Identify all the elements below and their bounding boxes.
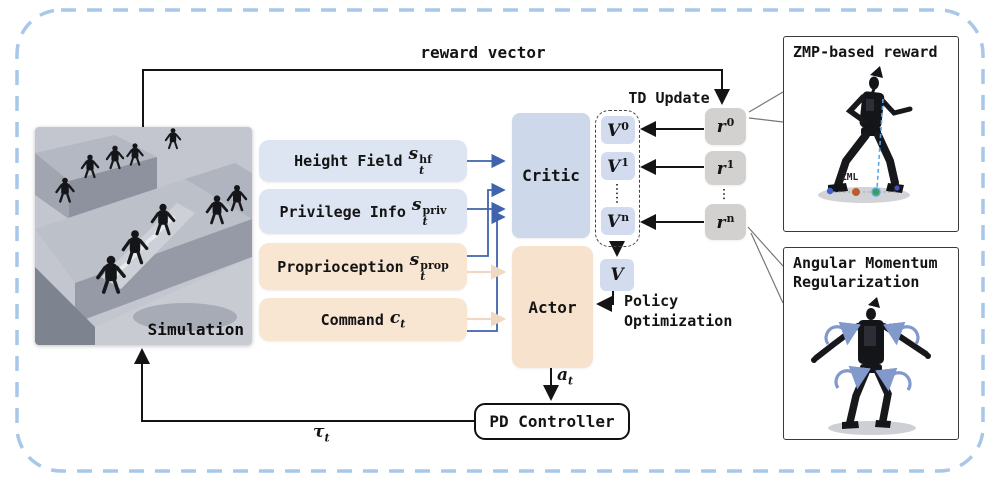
momentum-robot	[811, 297, 931, 429]
zml-label: ZML	[841, 172, 858, 183]
pd-controller-label: PD Controller	[489, 412, 615, 431]
reward-to-value-arrows	[640, 121, 704, 230]
actor-box: Actor	[512, 246, 593, 368]
value-head-n: Vn	[601, 207, 635, 235]
value-to-actor-arrow	[596, 291, 614, 312]
reward-head-0: r0	[705, 108, 746, 145]
torque-feedback-arrow	[134, 348, 474, 422]
critic-label: Critic	[522, 166, 580, 185]
input-label: Proprioception	[277, 257, 404, 276]
simulation-image: Simulation	[35, 127, 252, 345]
actor-input-arrows	[467, 264, 507, 327]
input-box-command: Command ct	[259, 298, 467, 341]
zmp-markers	[826, 98, 900, 197]
momentum-callout-title: Angular Momentum Regularization	[793, 254, 938, 291]
reward-head-1: r1	[705, 151, 746, 185]
terrain	[35, 135, 252, 345]
callout-tail-lines	[747, 91, 784, 304]
input-label: Command	[320, 310, 384, 329]
input-label: Privilege Info	[279, 202, 406, 221]
zmp-reward-callout: ZML ZMP-based reward	[783, 36, 959, 232]
value-head-1: V1	[601, 152, 635, 180]
zmp-callout-title: ZMP-based reward	[793, 43, 938, 61]
td-update-label: TD Update	[628, 89, 710, 107]
critic-input-arrows	[467, 153, 506, 332]
reward-vector-arrow	[142, 69, 730, 127]
reward-vector-label: reward vector	[420, 43, 546, 62]
action-label: at	[557, 365, 574, 388]
value-head-0: V0	[601, 116, 635, 144]
zmp-robot	[828, 66, 913, 193]
dashed-outer-border	[15, 8, 985, 473]
value-combined-box: V	[600, 259, 634, 291]
ellipsis-connectors	[616, 184, 725, 203]
zmp-robot-illustration: ZML	[818, 66, 913, 203]
simulation-label: Simulation	[147, 320, 244, 339]
math-symbol: ct	[389, 307, 406, 331]
momentum-arrows	[824, 321, 920, 392]
torque-label: τt	[313, 422, 330, 445]
pd-controller-box: PD Controller	[474, 403, 630, 440]
actor-label: Actor	[528, 297, 577, 317]
policy-optimization-label: Policy Optimization	[624, 292, 733, 330]
reward-head-n: rn	[705, 204, 746, 240]
critic-box: Critic	[512, 113, 590, 238]
angular-momentum-callout: Angular Momentum Regularization	[783, 247, 959, 440]
momentum-robot-illustration	[811, 297, 931, 435]
input-label: Height Field	[294, 152, 403, 170]
simulation-scene	[35, 127, 252, 345]
